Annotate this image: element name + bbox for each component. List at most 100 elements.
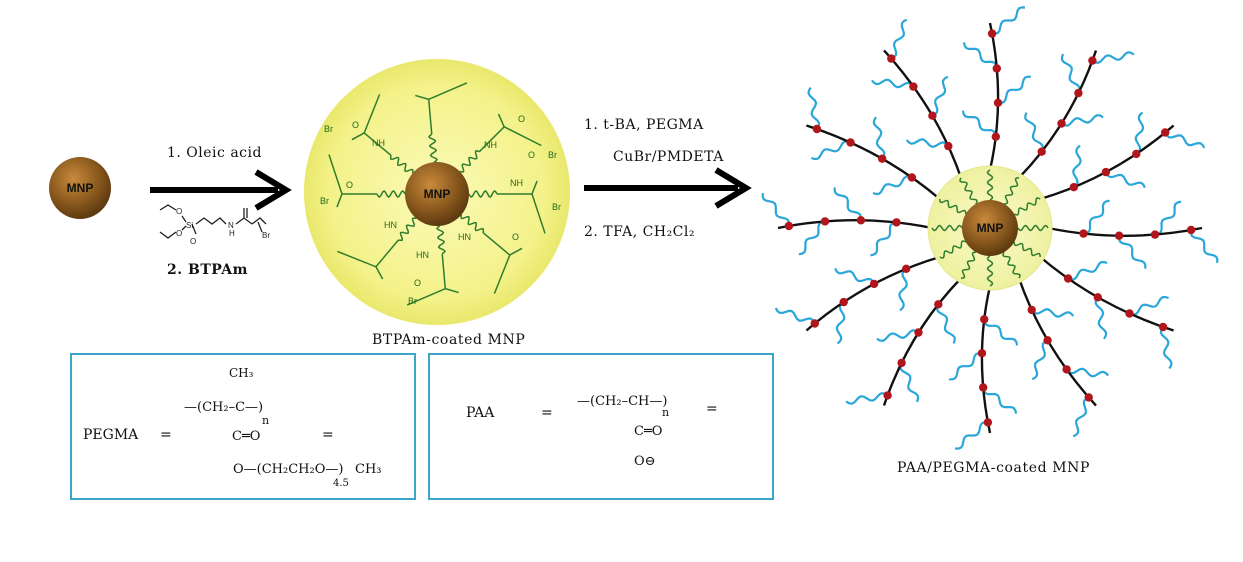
pegma-branch-8-4 bbox=[774, 307, 816, 325]
pegma-branch-11-3 bbox=[870, 78, 915, 89]
pegma-branch-4-1 bbox=[1067, 260, 1108, 281]
inner-linker-8 bbox=[939, 240, 967, 259]
pegma-branch-2-3 bbox=[1134, 111, 1145, 155]
btpam-group-label-0: Br bbox=[324, 124, 333, 134]
btpam-head-1 bbox=[478, 125, 542, 153]
pegma-branch-2-1 bbox=[1072, 144, 1082, 189]
inner-linker-10 bbox=[939, 198, 967, 215]
paa-chain-1 bbox=[1018, 50, 1098, 179]
paa-n: n bbox=[662, 406, 670, 419]
btpam-coated-mnp-caption: BTPAm-coated MNP bbox=[372, 332, 526, 348]
btpam-carbonyl-1 bbox=[497, 113, 505, 128]
btpam-group-label-11: HN bbox=[458, 232, 471, 242]
btpam-group-label-5: O bbox=[346, 180, 353, 190]
inner-linker-3 bbox=[1017, 224, 1049, 232]
paa-dot-4-1 bbox=[1063, 274, 1073, 283]
pegma-branch-11-4 bbox=[890, 18, 908, 60]
reaction-arrow-1 bbox=[150, 169, 292, 211]
pegma-branch-3-2 bbox=[1118, 235, 1147, 269]
inner-linker-11 bbox=[959, 177, 978, 205]
bare-mnp-particle: MNP bbox=[49, 157, 111, 219]
paa-pegma-coated-mnp: MNP bbox=[761, 6, 1219, 450]
paa-dot-5-2 bbox=[1043, 336, 1052, 345]
paa-dot-3-4 bbox=[1186, 225, 1196, 235]
paa-dot-1-3 bbox=[1074, 88, 1083, 98]
pegma-branch-6-4 bbox=[954, 421, 988, 450]
paa-dot-3-3 bbox=[1150, 230, 1160, 239]
paa-carbonyl: C═O bbox=[634, 424, 663, 439]
btpam-structure bbox=[159, 204, 267, 239]
pegma-backbone: —(CH₂–C—) bbox=[184, 400, 264, 415]
paa-dot-9-4 bbox=[784, 221, 794, 231]
pegma-branch-4-2 bbox=[1094, 296, 1108, 340]
pegma-branch-2-2 bbox=[1104, 171, 1146, 189]
paa-dot-0-2 bbox=[993, 98, 1003, 108]
pegma-ch3-top: CH₃ bbox=[229, 366, 254, 380]
btpam-carbonyl-3 bbox=[509, 247, 523, 256]
paa-dot-6-3 bbox=[979, 383, 988, 392]
btpam-carbonyl-2 bbox=[531, 180, 538, 195]
btpam-group-label-6: HN bbox=[416, 250, 429, 260]
paa-dot-9-2 bbox=[856, 216, 866, 225]
paa-dot-6-1 bbox=[980, 315, 989, 324]
paa-dot-4-3 bbox=[1125, 309, 1134, 318]
pegma-branch-10-3 bbox=[811, 140, 851, 161]
paa-carboxylate: O⊖ bbox=[634, 454, 656, 469]
pegma-branch-5-2 bbox=[1031, 339, 1049, 381]
paa-dot-9-3 bbox=[820, 217, 830, 226]
paa-equals: = bbox=[541, 405, 553, 421]
paa-chain-7 bbox=[882, 277, 962, 406]
paa-dot-7-2 bbox=[914, 328, 923, 337]
pegma-branch-5-3 bbox=[1065, 367, 1110, 378]
pegma-branch-9-4 bbox=[761, 193, 790, 226]
pegma-branch-8-1 bbox=[898, 267, 908, 312]
btpam-group-label-4: Br bbox=[320, 196, 329, 206]
btpam-linker-4 bbox=[436, 225, 446, 255]
inner-linker-9 bbox=[931, 224, 963, 232]
pegma-branch-7-1 bbox=[936, 303, 956, 344]
pegma-side-chain: O—(CH₂CH₂O—) bbox=[233, 462, 344, 477]
paa-dot-0-3 bbox=[992, 64, 1001, 73]
btpam-group-label-1: NH bbox=[372, 138, 385, 148]
mnp-label-right: MNP bbox=[977, 221, 1004, 235]
btpam-linker-3 bbox=[460, 214, 485, 233]
paa-pegma-coated-mnp-caption: PAA/PEGMA-coated MNP bbox=[897, 460, 1091, 476]
pegma-branch-10-1 bbox=[872, 175, 913, 196]
paa-dot-5-4 bbox=[1084, 393, 1093, 402]
btpam-group-label-2: O bbox=[352, 120, 359, 130]
paa-dot-0-4 bbox=[987, 29, 997, 38]
btpam-group-label-16: Br bbox=[548, 150, 557, 160]
reagent-o-1: O bbox=[176, 207, 182, 216]
paa-chain-9 bbox=[777, 219, 933, 230]
paa-dot-10-3 bbox=[846, 138, 855, 147]
pegma-branch-1-3 bbox=[1060, 53, 1081, 94]
pegma-n: n bbox=[262, 414, 270, 427]
paa-chain-2 bbox=[1039, 124, 1175, 201]
reagent-n: N bbox=[228, 221, 234, 230]
btpam-linker-0 bbox=[428, 133, 438, 163]
step1-oleic-acid-label: 1. Oleic acid bbox=[167, 145, 262, 161]
step2-deprotection-label: 2. TFA, CH₂Cl₂ bbox=[584, 224, 695, 240]
pegma-branch-6-2 bbox=[949, 351, 983, 381]
paa-chain-0 bbox=[988, 22, 1000, 171]
pegma-end-ch3: CH₃ bbox=[355, 462, 382, 477]
inner-linker-2 bbox=[1013, 197, 1041, 216]
paa-dot-1-4 bbox=[1088, 56, 1097, 65]
btpam-carbonyl-6 bbox=[336, 193, 343, 208]
paa-dot-7-3 bbox=[897, 358, 906, 368]
paa-dot-2-2 bbox=[1101, 167, 1111, 177]
paa-dot-9-1 bbox=[892, 218, 901, 227]
btpam-chains bbox=[328, 82, 546, 306]
paa-dot-6-2 bbox=[977, 349, 987, 358]
paa-dot-8-2 bbox=[869, 279, 879, 289]
btpam-linker-2 bbox=[468, 190, 498, 198]
paa-dot-11-3 bbox=[909, 82, 918, 91]
pegma-branch-5-1 bbox=[1030, 308, 1075, 318]
paa-chain-5 bbox=[1017, 277, 1097, 407]
pegma-branch-0-3 bbox=[962, 42, 998, 69]
paa-backbone: —(CH₂–CH—) bbox=[577, 394, 668, 409]
pegma-branch-8-2 bbox=[834, 267, 876, 285]
paa-dot-5-3 bbox=[1062, 365, 1071, 374]
pegma-branch-9-2 bbox=[833, 187, 862, 221]
